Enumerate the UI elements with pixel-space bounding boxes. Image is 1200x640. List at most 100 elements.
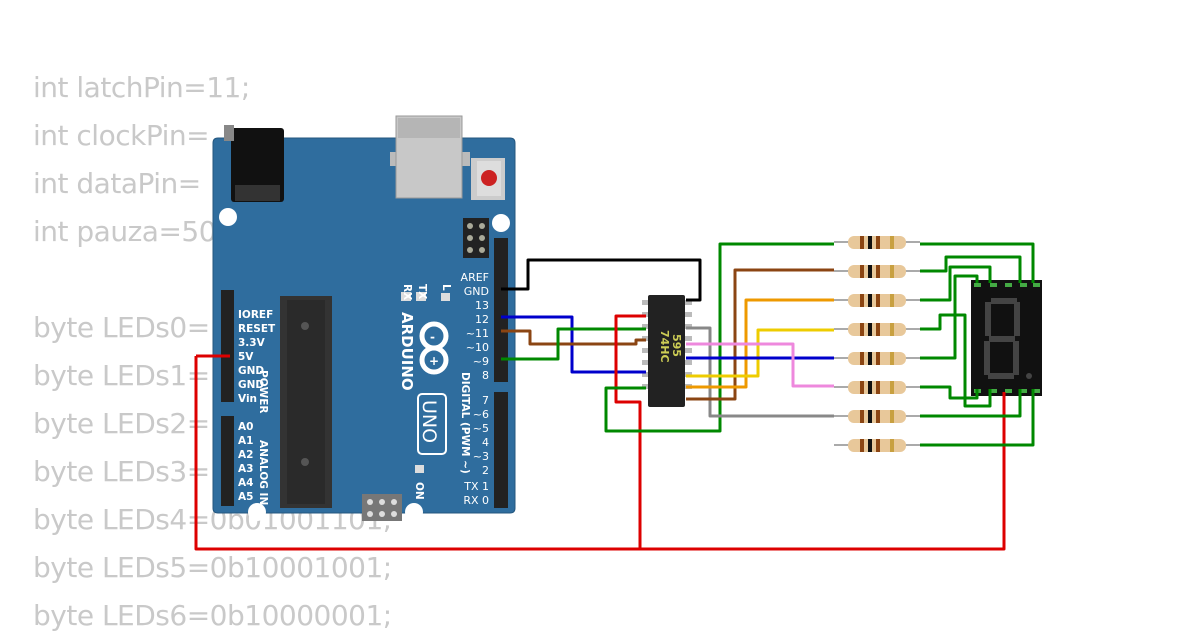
rx-label: RX (401, 284, 413, 300)
resistor[interactable] (834, 381, 920, 394)
wire-green[interactable] (920, 389, 1022, 418)
arduino-brand: ARDUINO (398, 312, 416, 391)
pin-label: 4 (482, 436, 489, 449)
pin-label: 13 (475, 299, 489, 312)
svg-text:-: - (430, 330, 435, 344)
wire-green[interactable] (920, 242, 1035, 283)
pin-label: IOREF (238, 309, 273, 321)
pin-label: ~3 (473, 450, 489, 463)
atmega-chip (280, 296, 332, 508)
pin-label: ~6 (473, 408, 489, 421)
pin-label: ~5 (473, 422, 489, 435)
pin-label: A5 (238, 491, 253, 503)
analog-section-label: ANALOG IN (257, 440, 269, 505)
seven-segment-display[interactable] (971, 280, 1042, 396)
pin-label: A0 (238, 421, 253, 433)
analog-header (221, 416, 234, 506)
pin-label: A4 (238, 477, 253, 489)
code-line: byte LEDs3= (33, 455, 210, 488)
resistor[interactable] (834, 323, 920, 336)
pin-label: A1 (238, 435, 253, 447)
mounting-hole (405, 503, 423, 521)
code-line: int dataPin= (33, 167, 201, 200)
pin-label: 8 (482, 369, 489, 382)
wire-brown[interactable] (501, 329, 646, 346)
on-led (415, 465, 424, 473)
code-line: int latchPin=11; (33, 71, 250, 104)
pin-label: Vin (238, 393, 257, 405)
pin-label: GND (464, 285, 489, 298)
code-line: byte LEDs6=0b10000001; (33, 599, 392, 632)
pin-label: 2 (482, 464, 489, 477)
wire-green[interactable] (604, 242, 834, 433)
uno-model-label: UNO (418, 400, 440, 443)
rx-led (401, 292, 411, 301)
wire-black[interactable] (501, 258, 702, 302)
arduino-uno-board[interactable]: RX TX L ON - + ARDUINO UNO IOREF RESET 3… (212, 115, 516, 521)
code-line: byte LEDs5=0b10001001; (33, 551, 392, 584)
ic-label-line1: 74HC (658, 330, 671, 363)
wire-green[interactable] (920, 313, 992, 408)
wire-gray[interactable] (686, 326, 834, 418)
reset-button[interactable] (471, 158, 505, 200)
l-led (441, 293, 450, 301)
digital-header-top (494, 238, 508, 382)
wire-green[interactable] (920, 389, 1035, 447)
pin-label: GND (238, 379, 264, 391)
resistor[interactable] (834, 294, 920, 307)
wire-green[interactable] (920, 385, 979, 400)
resistor[interactable] (834, 410, 920, 423)
pin-label: A2 (238, 449, 253, 461)
pin-label: GND (238, 365, 264, 377)
pin-label: A3 (238, 463, 253, 475)
pin-label: ~9 (473, 355, 489, 368)
ic-label-line2: 595 (670, 334, 683, 357)
pin-label: 12 (475, 313, 489, 326)
l-label: L (440, 284, 452, 291)
digital-section-label: DIGITAL (PWM ~) (459, 372, 471, 474)
code-line: int clockPin= (33, 119, 210, 152)
on-label: ON (413, 482, 425, 500)
resistor[interactable] (834, 352, 920, 365)
wire-green[interactable] (920, 265, 992, 302)
pin-label: 3.3V (238, 337, 266, 349)
digital-header-bottom (494, 392, 508, 508)
dc-power-jack (224, 125, 284, 202)
power-section-label: POWER (257, 370, 269, 413)
pin-label: 5V (238, 351, 254, 363)
arduino-logo: - + (419, 321, 449, 375)
wires (194, 242, 1035, 551)
wire-green[interactable] (920, 274, 979, 360)
pin-label: 7 (482, 394, 489, 407)
pin-label: ~10 (466, 341, 489, 354)
code-line: byte LEDs1= (33, 359, 210, 392)
icsp-header (463, 218, 489, 258)
wire-yellow[interactable] (686, 328, 834, 378)
mounting-hole (492, 214, 510, 232)
pin-label: ~11 (466, 327, 489, 340)
usb-port (390, 115, 470, 199)
svg-text:+: + (429, 354, 439, 368)
resistor[interactable] (834, 265, 920, 278)
pin-label: RESET (238, 323, 276, 335)
resistor[interactable] (834, 236, 920, 249)
tx-label: TX (416, 284, 428, 299)
wire-green[interactable] (920, 255, 1022, 283)
shift-register-ic[interactable]: 74HC 595 (642, 295, 692, 407)
resistor[interactable] (834, 439, 920, 452)
pin-label: TX 1 (463, 480, 489, 493)
mounting-hole (219, 208, 237, 226)
pin-label: AREF (461, 271, 489, 284)
power-header (221, 290, 234, 402)
tx-led (416, 292, 426, 301)
uno-model-badge: UNO (417, 393, 447, 455)
mounting-hole (248, 503, 266, 521)
wire-green[interactable] (501, 327, 646, 361)
code-line: int pauza=50 (33, 215, 217, 248)
resistor-bank (834, 236, 920, 452)
wire-pink[interactable] (686, 342, 834, 388)
wire-brown[interactable] (686, 268, 834, 401)
icsp-header (362, 494, 402, 521)
code-line: byte LEDs0= (33, 311, 210, 344)
